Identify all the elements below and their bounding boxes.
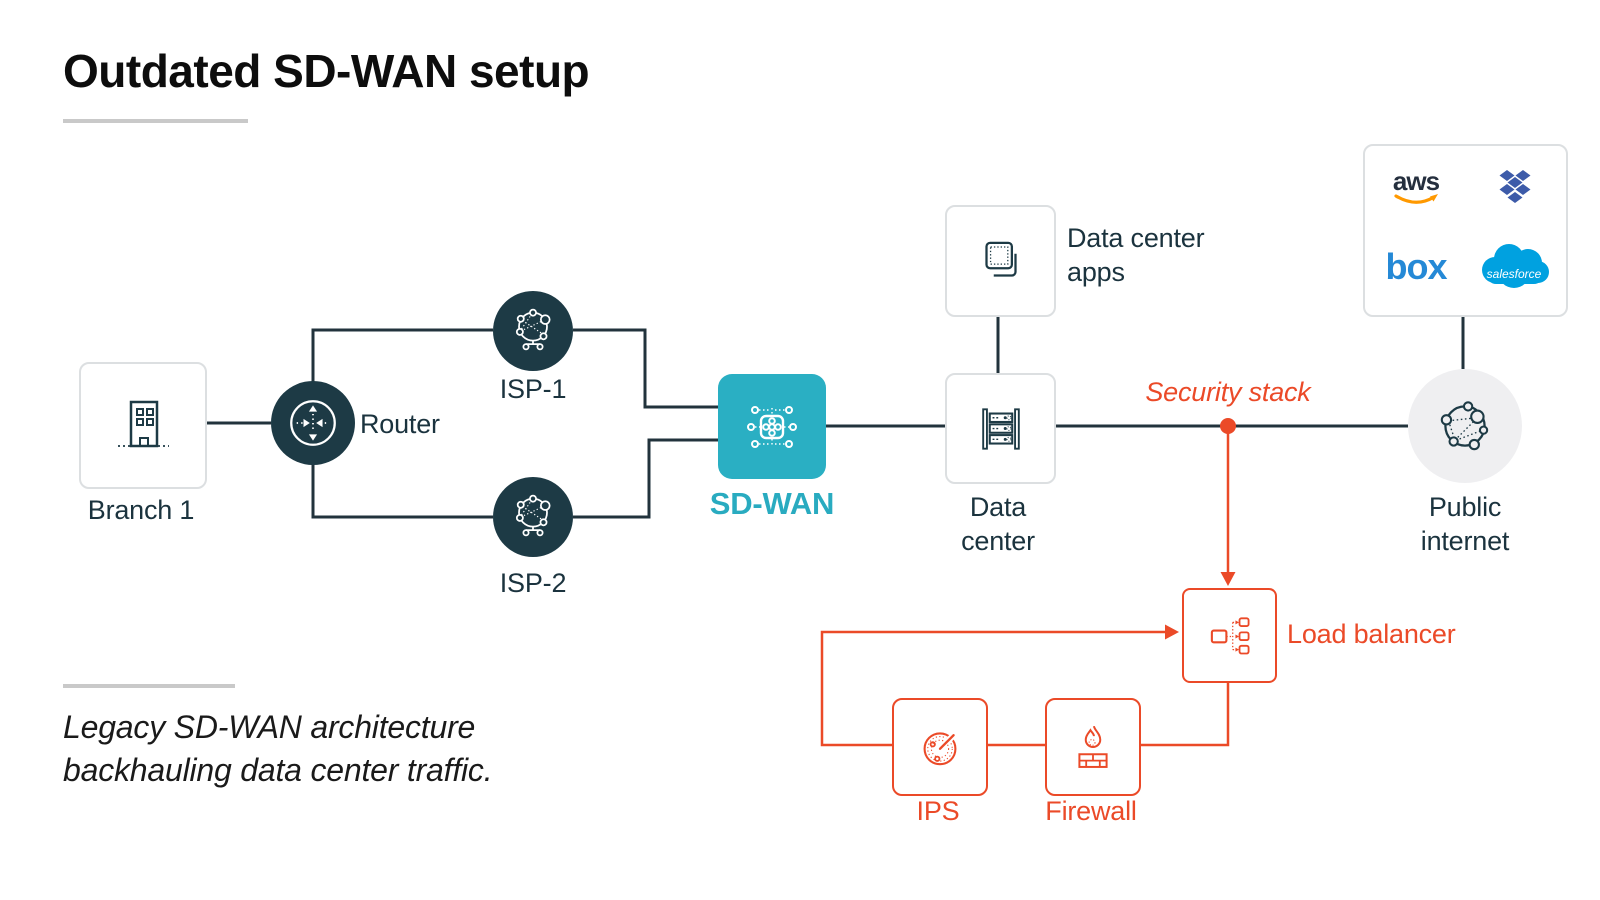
caption-line2: backhauling data center traffic.: [63, 752, 493, 788]
salesforce-logo: salesforce: [1473, 238, 1555, 296]
gauge-icon: [923, 731, 958, 766]
public-internet-label-line2: internet: [1420, 526, 1510, 556]
dc-apps-label-line2: apps: [1067, 257, 1125, 287]
globe-network-icon: [1440, 401, 1489, 451]
isp1-label: ISP-1: [499, 374, 567, 404]
line-ips-loop-lb: [820, 630, 1165, 747]
security-stack-label: Security stack: [1145, 377, 1311, 407]
datacenter-label-line1: Data: [969, 492, 1027, 522]
public-internet-label-line1: Public: [1428, 492, 1502, 522]
line-isp2-sdwan: [573, 438, 718, 519]
sdwan-icon: [747, 405, 797, 448]
box-logo-text: box: [1385, 246, 1447, 287]
dc-apps-label: Data center apps: [1067, 221, 1205, 289]
load-balancer-label: Load balancer: [1287, 619, 1456, 649]
firewall-label: Firewall: [1045, 796, 1137, 826]
aws-logo-text: aws: [1393, 166, 1440, 196]
box-logo: box: [1381, 244, 1451, 290]
salesforce-logo-text: salesforce: [1487, 267, 1542, 281]
sdwan-node: [718, 374, 826, 479]
branch-label: Branch 1: [87, 495, 195, 525]
caption-line1: Legacy SD-WAN architecture: [63, 709, 476, 745]
datacenter-label-line2: center: [961, 526, 1035, 556]
load-balancer-node: [1182, 588, 1277, 683]
isp1-node: [493, 291, 573, 371]
sdwan-label: SD-WAN: [709, 486, 835, 521]
public-internet-label: Public internet: [1385, 490, 1545, 558]
line-isp1-sdwan: [573, 328, 718, 409]
arrow-right-icon: [1165, 624, 1179, 640]
isp2-label: ISP-2: [499, 568, 567, 598]
public-internet-node: [1408, 369, 1522, 483]
firewall-icon: [1078, 725, 1108, 768]
datacenter-label: Data center: [918, 490, 1078, 558]
aws-logo: aws: [1385, 164, 1447, 214]
title-divider: [63, 119, 248, 123]
page-title: Outdated SD-WAN setup: [63, 45, 590, 97]
network-icon: [515, 308, 551, 351]
load-balancer-icon: [1210, 616, 1249, 654]
isp2-node: [493, 477, 573, 557]
router-icon: [290, 400, 336, 446]
dropbox-icon: [1491, 168, 1539, 216]
line-router-isp2: [311, 461, 493, 519]
arrow-down-icon: [1220, 572, 1236, 586]
line-router-isp1: [311, 328, 493, 385]
ips-node: [892, 698, 988, 796]
stacked-apps-icon: [984, 241, 1017, 277]
cloud-apps-panel: aws box: [1363, 144, 1568, 317]
branch-node: [79, 362, 207, 489]
router-node: [271, 381, 355, 465]
router-label: Router: [360, 409, 440, 439]
dc-apps-node: [945, 205, 1056, 317]
caption-text: Legacy SD-WAN architecture backhauling d…: [63, 706, 493, 792]
datacenter-node: [945, 373, 1056, 484]
ips-label: IPS: [916, 796, 960, 826]
server-rack-icon: [981, 407, 1020, 450]
network-icon: [515, 494, 551, 537]
caption-divider: [63, 684, 235, 688]
security-stack-dot: [1220, 418, 1236, 434]
line-lb-firewall: [1137, 682, 1230, 747]
building-icon: [118, 400, 169, 447]
firewall-node: [1045, 698, 1141, 796]
dc-apps-label-line1: Data center: [1067, 223, 1205, 253]
